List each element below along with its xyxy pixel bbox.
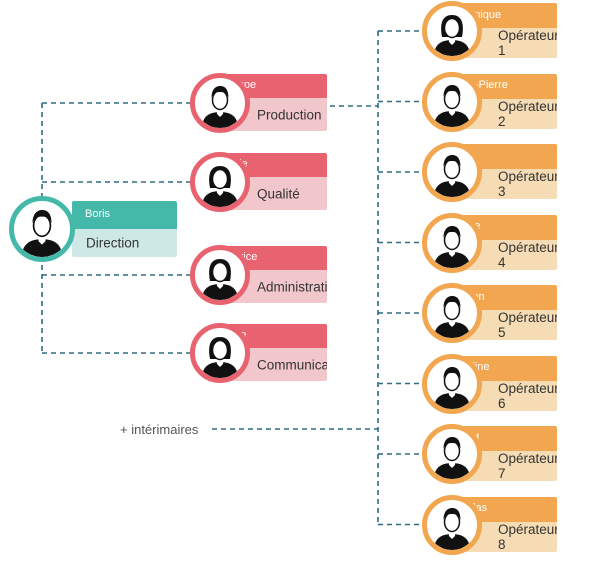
man-avatar-icon xyxy=(422,494,482,555)
person-role: Opérateur 7 xyxy=(498,451,557,481)
temp-workers-label: + intérimaires xyxy=(120,422,199,437)
director-node-name-band: Boris xyxy=(72,201,177,229)
man-avatar-icon xyxy=(422,424,482,484)
director-node-role-band: Direction xyxy=(72,229,177,257)
woman-avatar-icon xyxy=(190,245,250,305)
operator-node-card: NicolasOpérateur 8 xyxy=(451,496,557,552)
person-role: Opérateur 8 xyxy=(498,521,557,552)
person-role: Administratif xyxy=(257,279,327,294)
person-role: Opérateur 1 xyxy=(498,28,557,58)
person-role: Opérateur 3 xyxy=(498,169,557,199)
man-avatar-icon xyxy=(422,353,482,414)
woman-avatar-icon xyxy=(190,152,250,212)
person-role: Opérateur 2 xyxy=(498,98,557,129)
person-role: Production xyxy=(257,107,322,122)
person-role: Opérateur 4 xyxy=(498,239,557,270)
woman-avatar-icon xyxy=(190,323,250,383)
man-avatar-icon xyxy=(422,283,482,343)
man-avatar-icon xyxy=(9,196,75,262)
person-role: Opérateur 6 xyxy=(498,380,557,411)
person-name: Boris xyxy=(85,208,111,220)
man-avatar-icon xyxy=(190,73,250,133)
person-role: Direction xyxy=(86,235,140,251)
person-role: Opérateur 5 xyxy=(498,310,557,340)
man-avatar-icon xyxy=(422,212,482,273)
woman-avatar-icon xyxy=(422,1,482,61)
person-role: Qualité xyxy=(257,186,300,201)
man-avatar-icon xyxy=(422,71,482,132)
person-role: Communication xyxy=(257,357,327,372)
man-avatar-icon xyxy=(422,142,482,202)
